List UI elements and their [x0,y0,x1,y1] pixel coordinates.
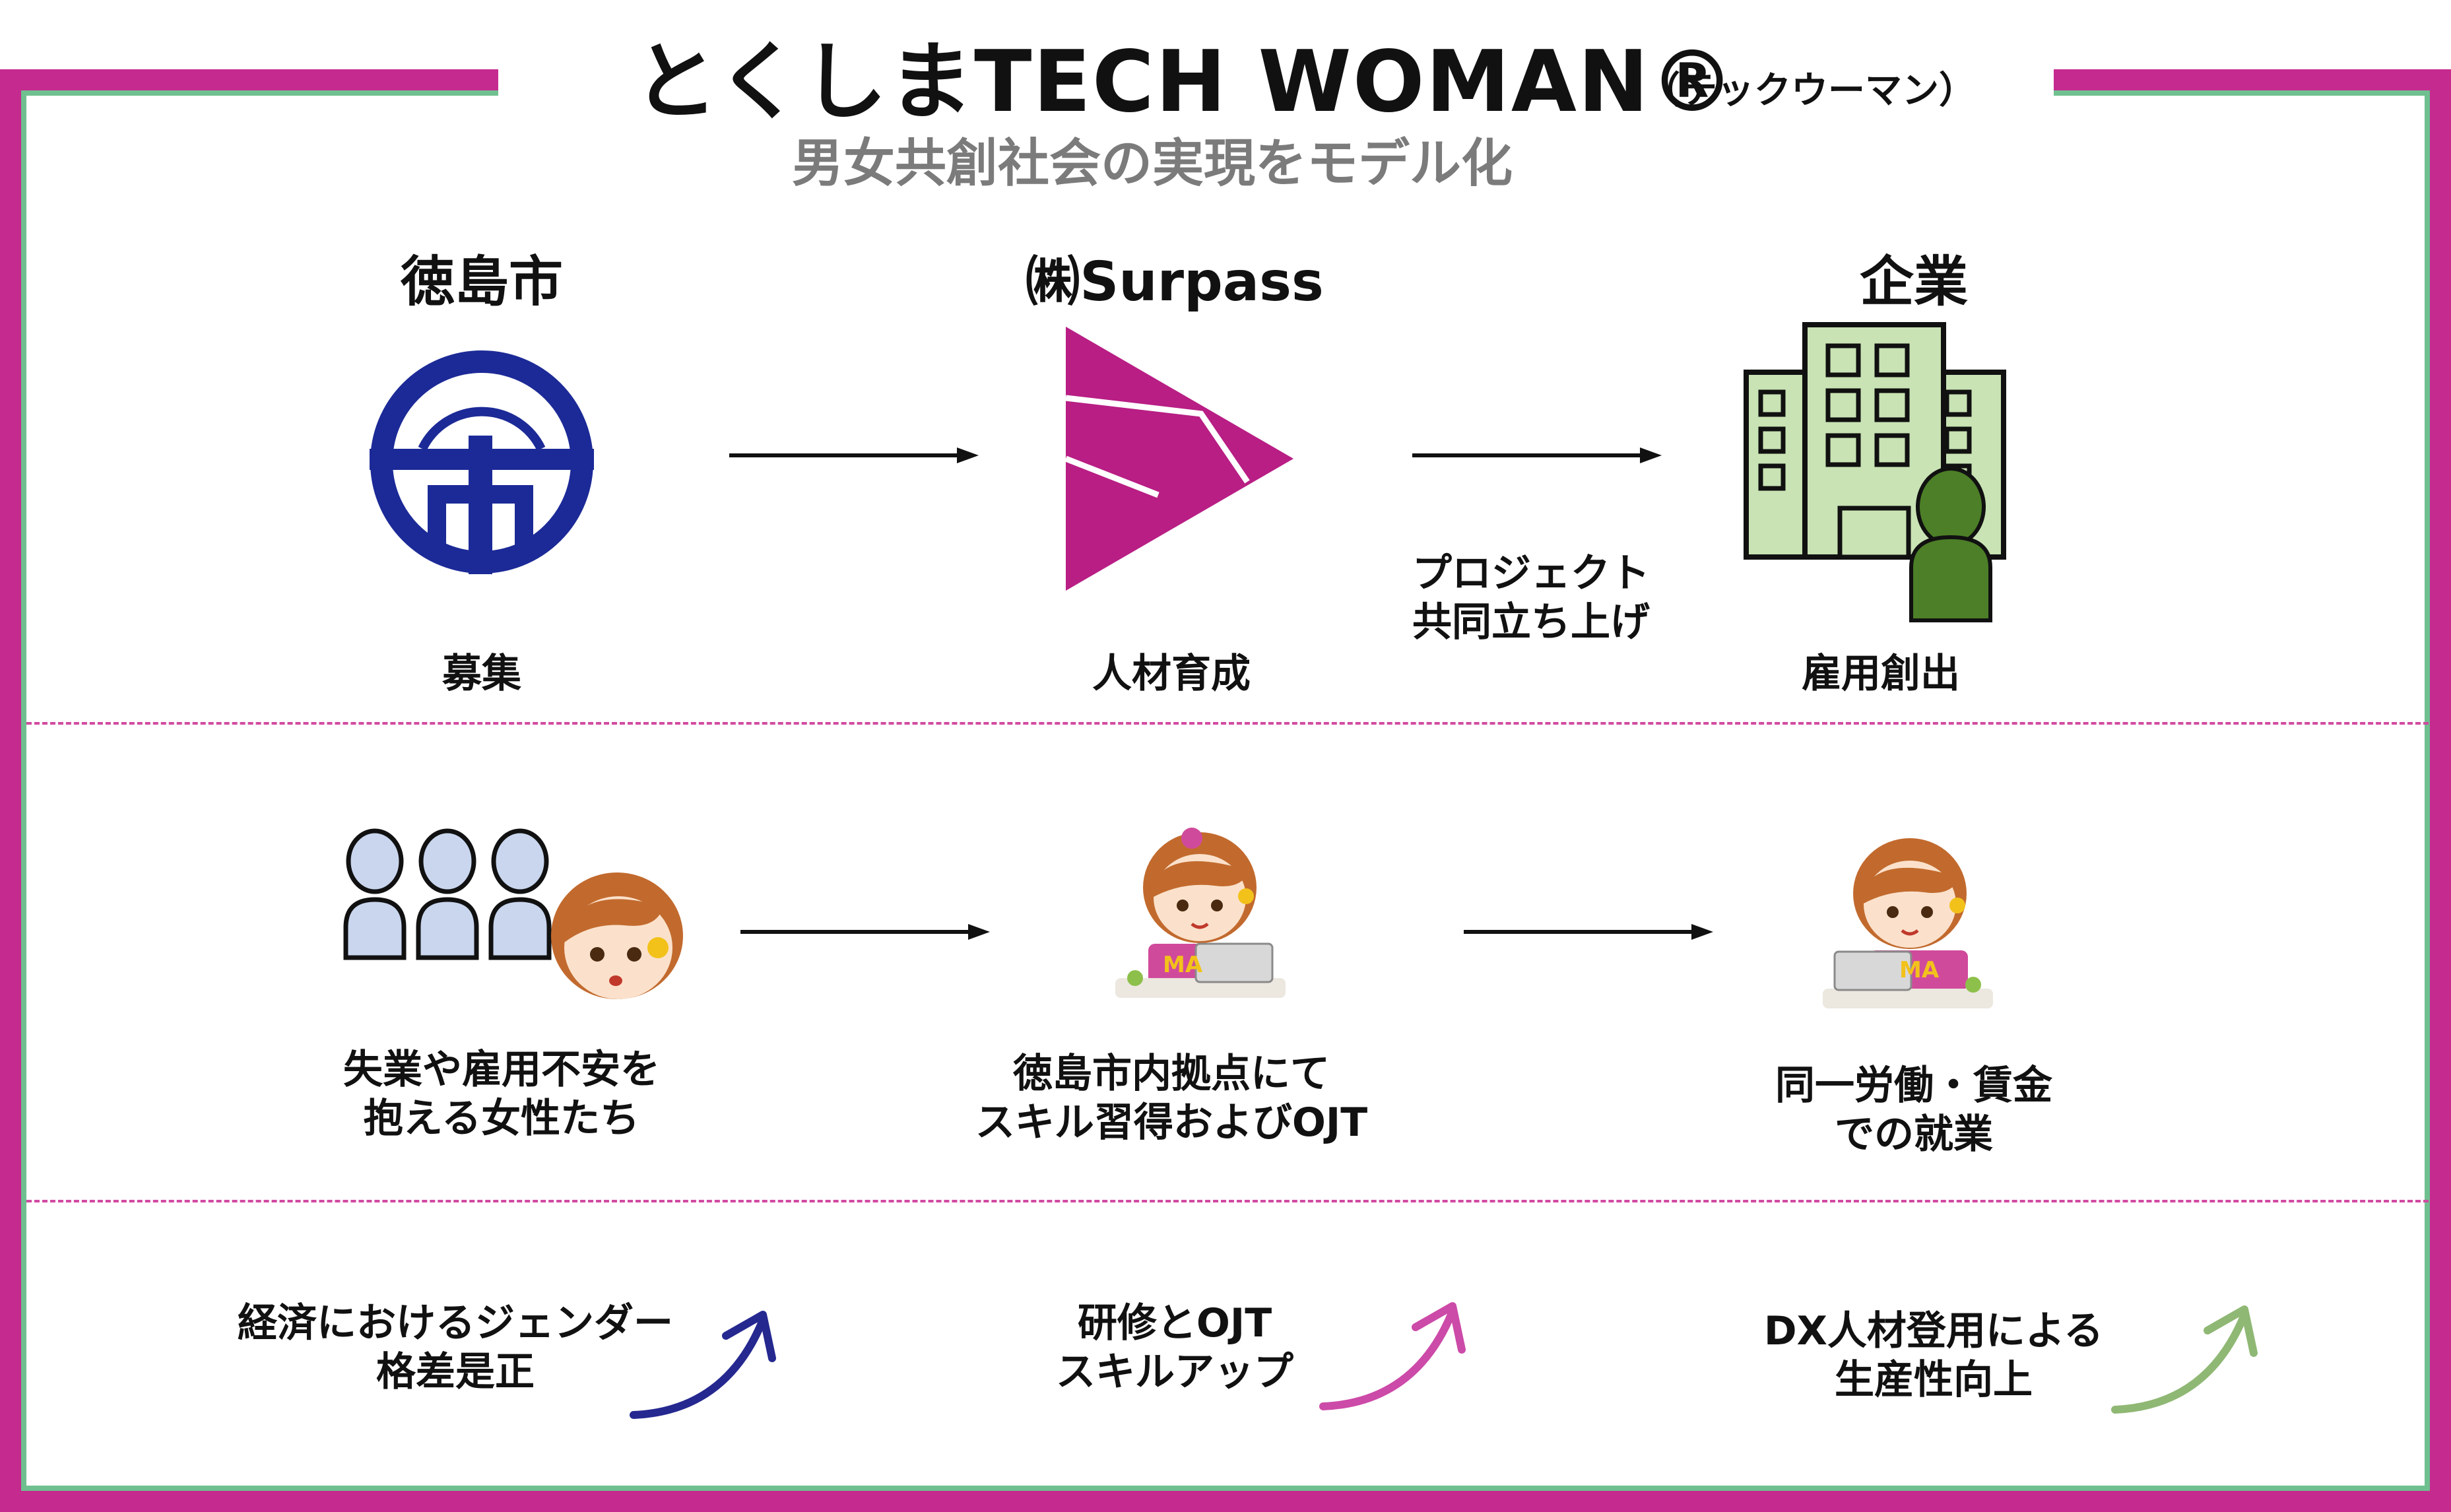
title-reading: （テックウーマン） [1643,69,1976,112]
caption-equal-pay: 同一労働・賃金 での就業 [1716,1061,2112,1159]
caption-job-creation: 雇用創出 [1802,651,1960,697]
caption-recruitment: 募集 [442,651,521,697]
tokushima-city-emblem-icon [370,350,594,574]
project-launch-line2: 共同立ち上げ [1412,599,1650,645]
caption-skill-up: 研修とOJT スキルアップ [1029,1299,1320,1397]
arrow-surpass-to-company [1412,447,1662,463]
surpass-logo-icon [1064,327,1293,591]
caption-training: 人材育成 [1092,651,1251,697]
page-subtitle: 男女共創社会の実現をモデル化 [792,134,1513,193]
worried-woman-icon [551,872,683,999]
arrow-city-to-surpass [729,447,979,463]
inner-frame-top-left [21,90,498,96]
inner-frame [21,90,2430,1491]
caption-dx-line1: DX人材登用による [1763,1308,2104,1354]
arrow-training-to-employment [1464,924,1713,940]
caption-gender-line2: 格差是正 [376,1349,535,1395]
woman-laptop-training-icon [1115,828,1286,998]
caption-skillup-line1: 研修とOJT [1077,1300,1272,1346]
woman-laptop-working-icon [1823,838,1993,1008]
arrow-women-to-training [740,924,990,940]
caption-equal-line2: での就業 [1835,1111,1993,1158]
ma-badge-working: MA [1899,957,1940,983]
section-divider-2 [26,1200,2429,1202]
caption-skill-ojt: 徳島市内拠点にて スキル習得およびOJT [954,1049,1389,1147]
office-building-person-icon [1744,322,2006,622]
heading-surpass: ㈱Surpass [1026,251,1324,313]
caption-women-line1: 失業や雇用不安を [343,1047,660,1093]
heading-tokushima-city: 徳島市 [400,251,563,313]
caption-skillup-line2: スキルアップ [1056,1349,1293,1395]
caption-women-job-anxiety: 失業や雇用不安を 抱える女性たち [317,1045,686,1143]
caption-skill-line1: 徳島市内拠点にて [1013,1051,1330,1097]
frame-top-right-bar [2054,69,2451,90]
people-group-icon [343,828,552,960]
caption-dx-line2: 生産性向上 [1835,1357,2033,1403]
ma-badge-training: MA [1163,952,1203,978]
upward-arrow-pink-icon [1319,1302,1466,1410]
outer-frame [0,69,2451,1512]
project-launch-line1: プロジェクト [1412,550,1650,597]
project-launch-label: プロジェクト 共同立ち上げ [1386,549,1676,647]
section-divider-1 [26,722,2429,725]
caption-dx-productivity: DX人材登用による 生産性向上 [1729,1307,2138,1404]
upward-arrow-blue-icon [630,1311,776,1419]
caption-skill-line2: スキル習得およびOJT [975,1100,1368,1146]
heading-company: 企業 [1859,251,1968,313]
caption-equal-line1: 同一労働・賃金 [1775,1063,2052,1109]
frame-top-left-bar [0,69,498,90]
page-title: とくしまTECH WOMAN® [634,33,1736,131]
caption-gender-gap: 経済におけるジェンダー 格差是正 [198,1299,713,1397]
upward-arrow-green-icon [2111,1305,2258,1414]
caption-women-line2: 抱える女性たち [363,1096,640,1142]
inner-frame-top-right [2054,90,2430,96]
caption-gender-line1: 経済におけるジェンダー [238,1300,673,1346]
